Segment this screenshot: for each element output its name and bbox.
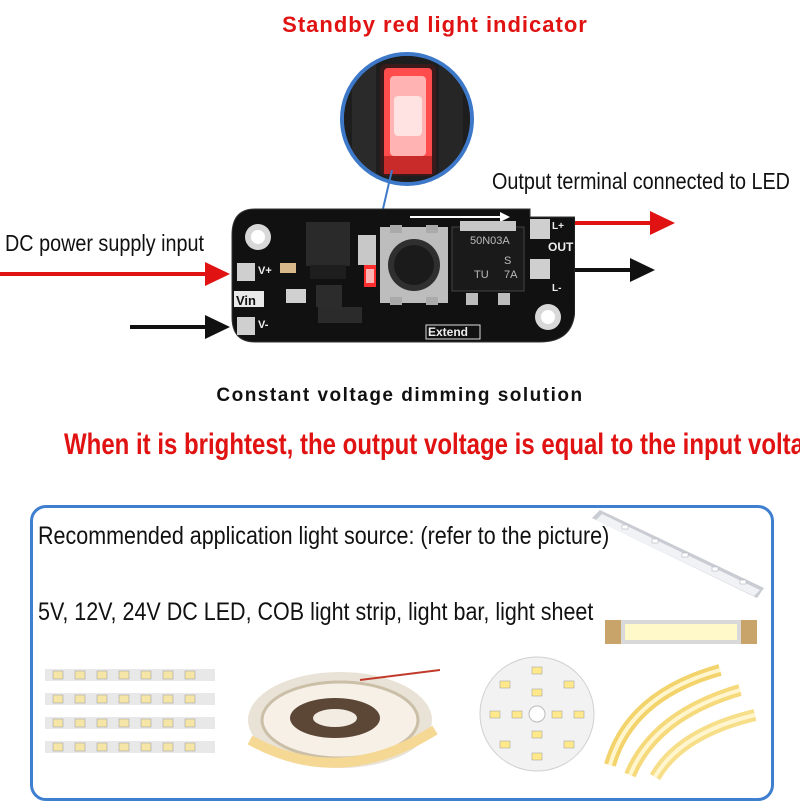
vminus-label: V- xyxy=(258,319,269,331)
extend-label: Extend xyxy=(428,325,469,339)
lplus-label: L+ xyxy=(552,221,564,232)
input-negative-arrowhead xyxy=(205,315,230,339)
standby-indicator-title: Standby red light indicator xyxy=(282,12,588,37)
lminus-label: L- xyxy=(552,283,562,294)
input-positive-arrowhead xyxy=(205,262,230,286)
mosfet-marking-line3: 7A xyxy=(504,269,518,281)
output-negative-arrowhead xyxy=(630,258,655,282)
power-input-label: DC power supply input xyxy=(5,230,205,256)
light-types-text: 5V, 12V, 24V DC LED, COB light strip, li… xyxy=(38,598,594,626)
mosfet-marking-line2: S xyxy=(504,255,512,267)
output-terminal-label: Output terminal connected to LED xyxy=(492,168,790,194)
red-led-closeup-image xyxy=(344,56,470,182)
out-label: OUT xyxy=(548,240,574,254)
vplus-pad xyxy=(237,263,255,281)
mosfet-marking-line4: TU xyxy=(474,269,489,281)
controller-chip xyxy=(306,222,350,266)
vplus-label: V+ xyxy=(258,265,272,277)
dimmer-pcb-board: Vin V+ V- OUT L+ L- Extend 50N03A S 7A T… xyxy=(230,207,575,345)
output-arrows xyxy=(570,211,675,282)
recommended-source-text: Recommended application light source: (r… xyxy=(38,522,610,550)
vin-label: Vin xyxy=(236,293,256,308)
cob-light-sheet-image xyxy=(605,620,757,644)
output-positive-arrowhead xyxy=(650,211,675,235)
input-arrows xyxy=(0,262,230,339)
rigid-led-strips-image xyxy=(45,669,215,753)
led-zoom-circle xyxy=(340,52,474,186)
solution-caption: Constant voltage dimming solution xyxy=(216,385,584,406)
lminus-pad xyxy=(530,259,550,279)
mosfet-chip xyxy=(451,226,525,292)
mosfet-marking-line1: 50N03A xyxy=(470,235,510,247)
led-strip-reel-image xyxy=(247,669,440,768)
vminus-pad xyxy=(237,317,255,335)
round-led-panel-image xyxy=(479,656,595,772)
cob-flexible-strip-image xyxy=(604,664,757,780)
lplus-pad xyxy=(530,219,550,239)
aluminum-light-bar-image xyxy=(592,510,764,598)
brightest-caption: When it is brightest, the output voltage… xyxy=(64,428,800,461)
